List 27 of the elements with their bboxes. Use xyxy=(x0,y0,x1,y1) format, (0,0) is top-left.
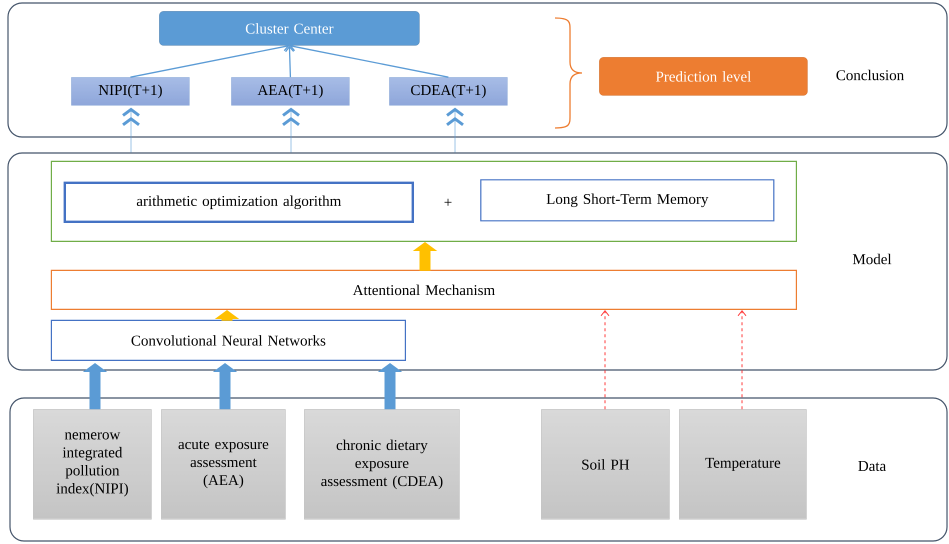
chevron-arrow xyxy=(446,108,464,153)
prediction-box: NIPI(T+1) xyxy=(71,77,190,106)
prediction-box: CDEA(T+1) xyxy=(389,77,508,106)
mechanism-box: Attentional Mechanism xyxy=(50,270,797,310)
network-box: Long Short-Term Memory xyxy=(480,179,774,222)
plus-sign: + xyxy=(444,198,452,206)
arrow xyxy=(738,310,746,410)
chevron-arrow xyxy=(122,108,140,153)
layer-label: Model xyxy=(852,254,892,264)
data-box: chronic dietary exposure assessment (CDEA) xyxy=(304,409,460,520)
layer-label: Conclusion xyxy=(836,70,904,80)
cluster-box: Cluster Center xyxy=(159,11,420,46)
model-group-box xyxy=(50,160,797,242)
level-box: Prediction level xyxy=(599,57,808,96)
chevron-arrow xyxy=(282,108,300,153)
data-box: acute exposure assessment (AEA) xyxy=(161,409,286,520)
arrow xyxy=(285,46,294,78)
data-box: Soil PH xyxy=(541,409,670,520)
prediction-box: AEA(T+1) xyxy=(231,77,350,106)
data-box: Temperature xyxy=(679,409,807,520)
arrow xyxy=(130,42,290,78)
layer-label: Data xyxy=(858,461,886,471)
arrow xyxy=(289,42,449,78)
arrow xyxy=(600,310,610,410)
network-box: Convolutional Neural Networks xyxy=(50,320,406,361)
algorithm-box: arithmetic optimization algorithm xyxy=(64,182,414,223)
data-box: nemerow integrated pollution index(NIPI) xyxy=(33,409,152,520)
